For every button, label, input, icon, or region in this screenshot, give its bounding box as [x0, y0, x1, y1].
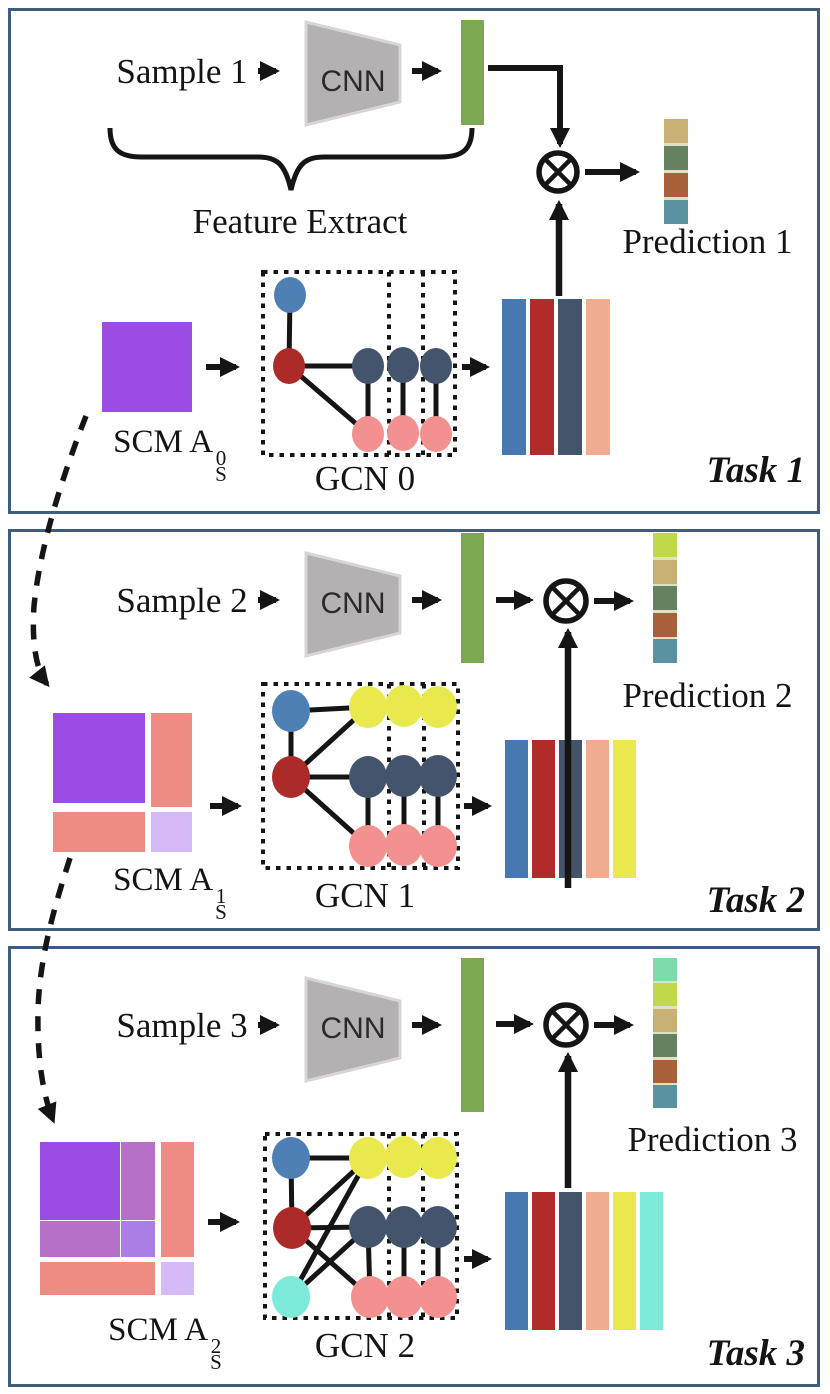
scm-sub: S: [210, 1350, 222, 1375]
prediction-stack: [653, 533, 677, 663]
output-bar: [530, 299, 554, 455]
scm-block: [40, 1142, 120, 1220]
gcn-label: GCN 0: [314, 459, 416, 498]
scm-block: [40, 1221, 120, 1257]
scm-block: [161, 1142, 194, 1257]
scm-block: [151, 713, 192, 807]
scm-label-prefix: SCM A: [108, 1312, 209, 1348]
cnn-label: CNN: [320, 1012, 386, 1045]
output-bar: [502, 299, 526, 455]
output-bar: [586, 1192, 609, 1330]
feature-extract-label: Feature Extract: [192, 202, 408, 241]
task-label: Task 1: [706, 450, 805, 491]
scm-label-prefix: SCM A: [113, 424, 214, 460]
task-label: Task 3: [706, 1333, 805, 1374]
output-bar: [505, 740, 528, 878]
prediction-cell: [653, 1059, 677, 1083]
scm-block: [53, 713, 145, 803]
scm-sup: 0: [215, 446, 227, 470]
prediction-cell: [653, 586, 677, 610]
output-bar: [559, 740, 582, 878]
scm-label-prefix: SCM A: [113, 862, 214, 898]
output-bar: [559, 1192, 582, 1330]
output-bar: [613, 740, 636, 878]
scm-sup: 2: [210, 1334, 222, 1358]
prediction-label: Prediction 2: [622, 676, 793, 715]
prediction-cell: [653, 958, 677, 981]
output-bar: [505, 1192, 528, 1330]
scm-block: [161, 1262, 194, 1295]
output-bar: [640, 1192, 663, 1330]
output-bar: [586, 740, 609, 878]
sample-label: Sample 3: [116, 1006, 248, 1045]
gcn-output-bars: [505, 740, 636, 878]
output-bar: [532, 1192, 555, 1330]
gcn-label: GCN 2: [314, 1326, 416, 1365]
prediction-stack: [653, 958, 677, 1108]
task-label: Task 2: [706, 880, 805, 921]
gcn-output-bars: [502, 299, 610, 455]
prediction-cell: [664, 146, 688, 170]
output-bar: [532, 740, 555, 878]
prediction-stack: [664, 119, 688, 224]
scm-block: [121, 1221, 155, 1257]
scm-block: [121, 1142, 155, 1220]
feature-vector-bar: [461, 958, 484, 1112]
output-bar: [613, 1192, 636, 1330]
prediction-cell: [653, 1034, 677, 1058]
scm-sub: S: [215, 900, 227, 925]
cnn-label: CNN: [320, 587, 386, 620]
sample-label: Sample 1: [116, 52, 248, 91]
sample-label: Sample 2: [116, 581, 248, 620]
prediction-label: Prediction 3: [627, 1120, 798, 1159]
prediction-cell: [653, 1084, 677, 1108]
scm-block: [53, 812, 145, 852]
feature-vector-bar: [461, 20, 484, 125]
cnn-label: CNN: [320, 65, 386, 98]
prediction-cell: [664, 173, 688, 197]
scm-sub: S: [215, 462, 227, 487]
prediction-label: Prediction 1: [622, 222, 793, 261]
scm-block: [40, 1262, 155, 1295]
prediction-cell: [664, 200, 688, 224]
prediction-cell: [653, 1008, 677, 1032]
prediction-cell: [653, 559, 677, 584]
scm-block: [151, 812, 192, 852]
output-bar: [586, 299, 610, 455]
scm-matrix: [102, 322, 192, 412]
feature-vector-bar: [461, 533, 484, 663]
scm-sup: 1: [215, 884, 227, 908]
gcn-output-bars: [505, 1192, 663, 1330]
output-bar: [558, 299, 582, 455]
prediction-cell: [653, 612, 677, 637]
prediction-cell: [664, 119, 688, 143]
prediction-cell: [653, 639, 677, 663]
prediction-cell: [653, 983, 677, 1007]
gcn-label: GCN 1: [314, 876, 416, 915]
prediction-cell: [653, 533, 677, 557]
